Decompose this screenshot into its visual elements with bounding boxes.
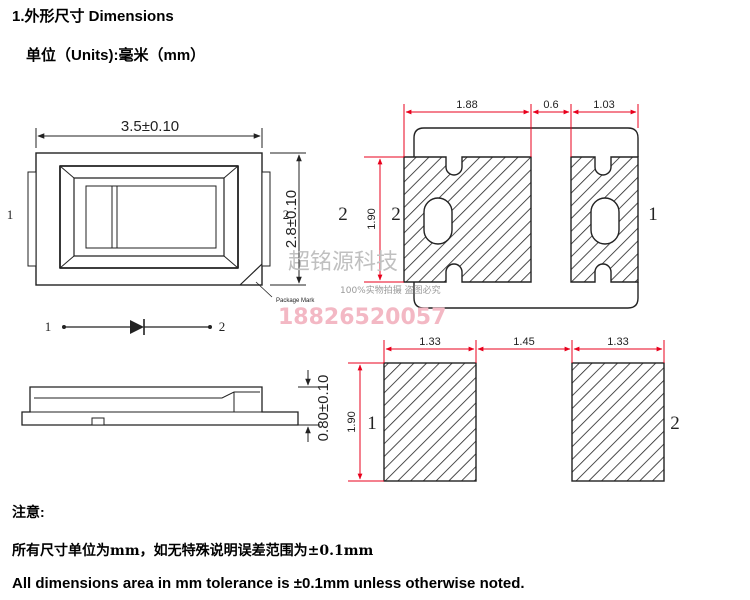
- bottom-pin-left: 2: [391, 204, 401, 225]
- bottom-dim-2: 0.6: [543, 99, 558, 111]
- bottom-dim-1: 1.88: [456, 99, 477, 111]
- section-heading: 1.外形尺寸 Dimensions: [12, 8, 174, 25]
- bottom-dim-3: 1.03: [593, 99, 614, 111]
- pad-pin-right: 2: [670, 413, 680, 434]
- note-english: All dimensions area in mm tolerance is ±…: [12, 575, 525, 592]
- side-view: 0.80±0.10: [21, 370, 332, 442]
- pad-pin-left: 1: [367, 413, 377, 434]
- top-width-label: 3.5±0.10: [121, 118, 179, 135]
- pad-dim-3: 1.33: [607, 336, 628, 348]
- units-line: 单位（Units):毫米（mm）: [26, 47, 206, 64]
- top-view: 3.5±0.10 2.8±0.10 1 2 Package Mark: [7, 118, 316, 304]
- watermark: 超铭源科技 100%实物拍摄 盗图必究 18826520057: [278, 250, 446, 330]
- side-thickness-label: 0.80±0.10: [315, 375, 332, 442]
- top-height-label: 2.8±0.10: [283, 190, 300, 248]
- watermark-note: 100%实物拍摄 盗图必究: [340, 284, 441, 296]
- bottom-height-label: 1.90: [366, 208, 378, 229]
- schematic-pin-right: 2: [219, 319, 226, 334]
- top-pin-right: 2: [283, 207, 290, 222]
- pad-dim-1: 1.33: [419, 336, 440, 348]
- diode-schematic: 1 2: [45, 319, 226, 335]
- top-pin-left: 1: [7, 207, 14, 222]
- note-chinese: 所有尺寸单位为mm，如无特殊说明误差范围为±0.1mm: [12, 543, 374, 559]
- schematic-pin-left: 1: [45, 319, 52, 334]
- watermark-phone: 18826520057: [278, 305, 446, 330]
- package-mark-label: Package Mark: [276, 298, 315, 304]
- watermark-company: 超铭源科技: [288, 250, 398, 275]
- solder-pad-layout: 1.33 1.45 1.33 1.90 1 2: [346, 336, 680, 482]
- notes-title: 注意:: [12, 504, 45, 520]
- bottom-view: 1.88 0.6 1.03 1.90 2 2 1: [338, 99, 658, 309]
- bottom-side-label: 2: [338, 204, 348, 225]
- bottom-pin-right: 1: [648, 204, 658, 225]
- pad-height-label: 1.90: [346, 411, 358, 432]
- pad-dim-2: 1.45: [513, 336, 534, 348]
